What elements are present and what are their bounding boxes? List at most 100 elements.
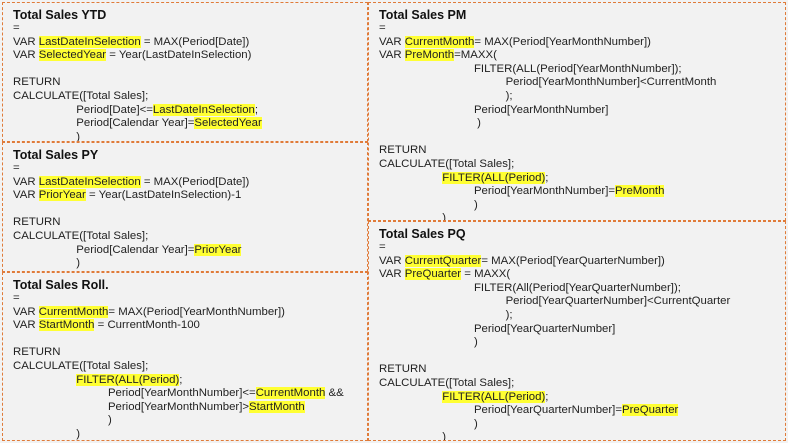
code-line: ): [13, 427, 359, 440]
code-text: = Year(LastDateInSelection)-1: [85, 189, 242, 202]
code-line: Period[Date]<=LastDateInSelection;: [13, 103, 359, 118]
code-text: =MAXX(: [454, 49, 497, 62]
code-text: ): [379, 336, 478, 349]
panel-total-sales-pq: Total Sales PQ =VAR CurrentQuarter= MAX(…: [368, 221, 786, 441]
code-block: =VAR CurrentQuarter= MAX(Period[YearQuar…: [379, 241, 777, 441]
code-text: CALCULATE([Total Sales];: [379, 157, 515, 170]
code-line: ): [379, 431, 777, 441]
code-text: VAR: [13, 189, 39, 202]
code-block: =VAR LastDateInSelection = MAX(Period[Da…: [13, 22, 359, 141]
code-line: CALCULATE([Total Sales];: [379, 377, 777, 391]
code-line: Period[YearQuarterNumber]<CurrentQuarter: [379, 295, 777, 309]
code-text: VAR: [13, 305, 39, 318]
code-line: Period[YearQuarterNumber]: [379, 323, 777, 337]
code-text: Period[YearQuarterNumber]<CurrentQuarter: [379, 295, 731, 308]
code-line: Period[YearMonthNumber]=PreMonth: [379, 185, 777, 199]
code-line: [13, 333, 359, 347]
code-text: ): [13, 427, 81, 440]
code-text: CALCULATE([Total Sales];: [13, 89, 149, 102]
code-text: Period[YearMonthNumber]: [379, 103, 609, 116]
code-text: = MAX(Period[Date]): [140, 35, 250, 48]
code-text: ): [379, 431, 447, 441]
code-text: CALCULATE([Total Sales];: [13, 359, 149, 372]
code-text: CALCULATE([Total Sales];: [13, 229, 149, 242]
highlighted-variable: PreQuarter: [622, 404, 679, 417]
code-text: VAR: [379, 268, 405, 281]
highlighted-variable: LastDateInSelection: [38, 35, 141, 48]
code-line: ): [379, 212, 777, 221]
highlighted-variable: CurrentMonth: [38, 305, 109, 318]
panel-total-sales-py: Total Sales PY =VAR LastDateInSelection …: [2, 142, 368, 272]
code-text: ;: [179, 373, 183, 386]
code-text: RETURN: [13, 76, 61, 89]
panel-title: Total Sales PM: [379, 8, 467, 22]
highlighted-variable: CurrentMonth: [255, 387, 326, 400]
code-line: FILTER(ALL(Period);: [379, 390, 777, 405]
code-line: Period[Calendar Year]=PriorYear: [13, 243, 359, 258]
code-text: Period[YearQuarterNumber]=: [379, 404, 622, 417]
code-text: =: [13, 162, 20, 174]
highlighted-variable: PriorYear: [38, 189, 86, 202]
code-line: =: [379, 22, 777, 36]
code-text: ): [13, 257, 81, 270]
code-line: RETURN: [379, 144, 777, 158]
code-text: VAR: [379, 35, 405, 48]
code-text: VAR: [379, 254, 405, 267]
code-line: [13, 63, 359, 77]
code-text: ): [13, 414, 112, 427]
code-text: Period[Calendar Year]=: [13, 243, 195, 256]
panel-title: Total Sales PQ: [379, 227, 466, 241]
highlighted-variable: LastDateInSelection: [152, 103, 255, 116]
code-line: =: [379, 241, 777, 255]
code-text: Period[Date]<=: [13, 103, 153, 116]
code-line: RETURN: [13, 76, 359, 90]
code-text: FILTER(All(Period[YearQuarterNumber]);: [379, 281, 681, 294]
code-line: ): [13, 414, 359, 428]
code-text: &&: [325, 387, 344, 400]
code-line: [379, 350, 777, 364]
highlighted-variable: PreMonth: [615, 185, 665, 198]
panel-title: Total Sales Roll.: [13, 278, 109, 292]
code-line: Period[YearQuarterNumber]=PreQuarter: [379, 404, 777, 418]
code-line: );: [379, 309, 777, 323]
highlighted-variable: SelectedYear: [194, 117, 262, 130]
code-line: RETURN: [13, 216, 359, 230]
code-line: VAR PreMonth=MAXX(: [379, 49, 777, 63]
code-line: [379, 131, 777, 145]
code-text: = MAXX(: [461, 268, 511, 281]
code-line: =: [13, 162, 359, 176]
code-line: VAR CurrentMonth= MAX(Period[YearMonthNu…: [13, 305, 359, 320]
highlighted-variable: CurrentMonth: [404, 35, 475, 48]
code-text: VAR: [13, 319, 39, 332]
code-line: ): [379, 117, 777, 131]
code-text: Period[YearMonthNumber]<=: [13, 387, 256, 400]
code-text: =: [379, 241, 386, 253]
code-text: =: [379, 22, 386, 34]
code-line: Period[YearMonthNumber]>StartMonth: [13, 400, 359, 415]
code-line: VAR CurrentQuarter= MAX(Period[YearQuart…: [379, 254, 777, 269]
panel-total-sales-ytd: Total Sales YTD =VAR LastDateInSelection…: [2, 2, 368, 142]
code-line: RETURN: [13, 346, 359, 360]
code-line: VAR PriorYear = Year(LastDateInSelection…: [13, 189, 359, 203]
code-text: [379, 172, 442, 184]
code-text: ): [379, 212, 447, 221]
code-text: Period[YearMonthNumber]>: [13, 400, 250, 413]
code-line: ): [379, 418, 777, 432]
code-text: = CurrentMonth-100: [94, 319, 200, 332]
code-line: VAR LastDateInSelection = MAX(Period[Dat…: [13, 35, 359, 50]
highlighted-variable: FILTER(ALL(Period): [76, 373, 180, 386]
code-text: RETURN: [13, 346, 61, 359]
code-text: [13, 374, 76, 386]
code-line: ): [379, 199, 777, 213]
code-line: Period[YearMonthNumber]<=CurrentMonth &&: [13, 387, 359, 401]
code-line: FILTER(All(Period[YearQuarterNumber]);: [379, 282, 777, 296]
highlighted-variable: PreMonth: [404, 49, 455, 62]
code-text: ): [379, 117, 481, 130]
code-text: ;: [545, 390, 549, 403]
highlighted-variable: LastDateInSelection: [38, 175, 141, 188]
code-line: Period[YearMonthNumber]<CurrentMonth: [379, 76, 777, 90]
code-line: FILTER(ALL(Period);: [379, 171, 777, 186]
code-line: =: [13, 292, 359, 306]
highlighted-variable: FILTER(ALL(Period): [442, 171, 546, 184]
panel-total-sales-pm: Total Sales PM =VAR CurrentMonth= MAX(Pe…: [368, 2, 786, 221]
